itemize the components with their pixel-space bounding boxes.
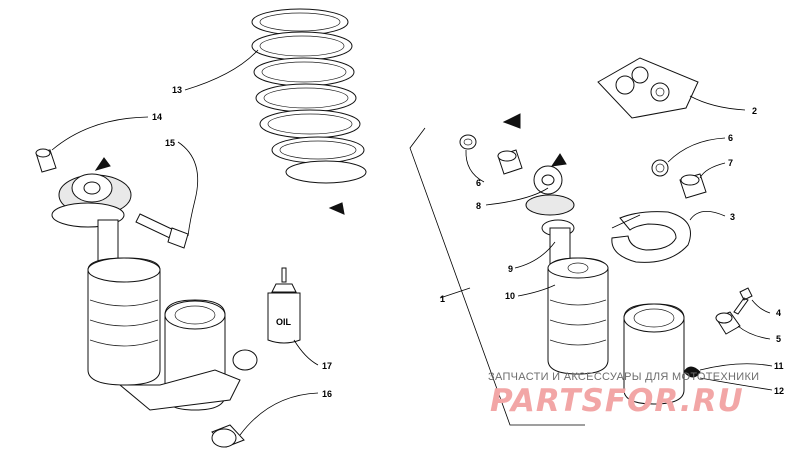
watermark-logo: PARTSFOR.RU <box>490 383 744 419</box>
washer-right <box>651 159 669 177</box>
group-bracket <box>409 127 585 426</box>
coil-spring <box>251 8 367 184</box>
left-shock-assembly <box>51 173 258 411</box>
direction-arrows <box>94 113 567 215</box>
spring-retainer <box>611 211 691 263</box>
callout-4: 4 <box>776 308 781 318</box>
callout-13: 13 <box>172 85 182 95</box>
oil-bottle: OIL <box>267 267 301 344</box>
spacer-bushing <box>211 424 245 448</box>
callout-8: 8 <box>476 201 481 211</box>
callout-14: 14 <box>152 112 162 122</box>
bottle-oil-label: OIL <box>276 317 292 327</box>
callout-2: 2 <box>752 106 757 116</box>
callout-5: 5 <box>776 334 781 344</box>
right-shock-assembly <box>525 165 701 405</box>
mount-bolt <box>135 213 189 249</box>
bushing-cap <box>35 148 57 173</box>
callout-10: 10 <box>505 291 515 301</box>
callout-9: 9 <box>508 264 513 274</box>
callout-16: 16 <box>322 389 332 399</box>
sleeve-bushing <box>497 149 523 175</box>
leader-lines <box>51 49 773 436</box>
watermark-tagline: ЗАПЧАСТИ И АКСЕССУАРЫ ДЛЯ МОТОТЕХНИКИ <box>488 371 759 383</box>
callout-15: 15 <box>165 138 175 148</box>
small-bolt <box>733 287 753 315</box>
callout-6-right: 6 <box>728 133 733 143</box>
adjuster-nut <box>715 311 741 335</box>
callout-labels: 1 2 3 4 5 6 6 7 8 9 10 11 12 13 14 15 16… <box>152 85 784 399</box>
callout-12: 12 <box>774 386 784 396</box>
callout-11: 11 <box>774 361 784 371</box>
callout-7: 7 <box>728 158 733 168</box>
sleeve-bushing-right <box>679 173 707 199</box>
callout-1: 1 <box>440 294 445 304</box>
washer-left <box>459 134 477 150</box>
callout-6-left: 6 <box>476 178 481 188</box>
callout-17: 17 <box>322 361 332 371</box>
seal-plate <box>597 57 699 119</box>
watermark: ЗАПЧАСТИ И АКСЕССУАРЫ ДЛЯ МОТОТЕХНИКИ PA… <box>488 371 759 419</box>
callout-3: 3 <box>730 212 735 222</box>
